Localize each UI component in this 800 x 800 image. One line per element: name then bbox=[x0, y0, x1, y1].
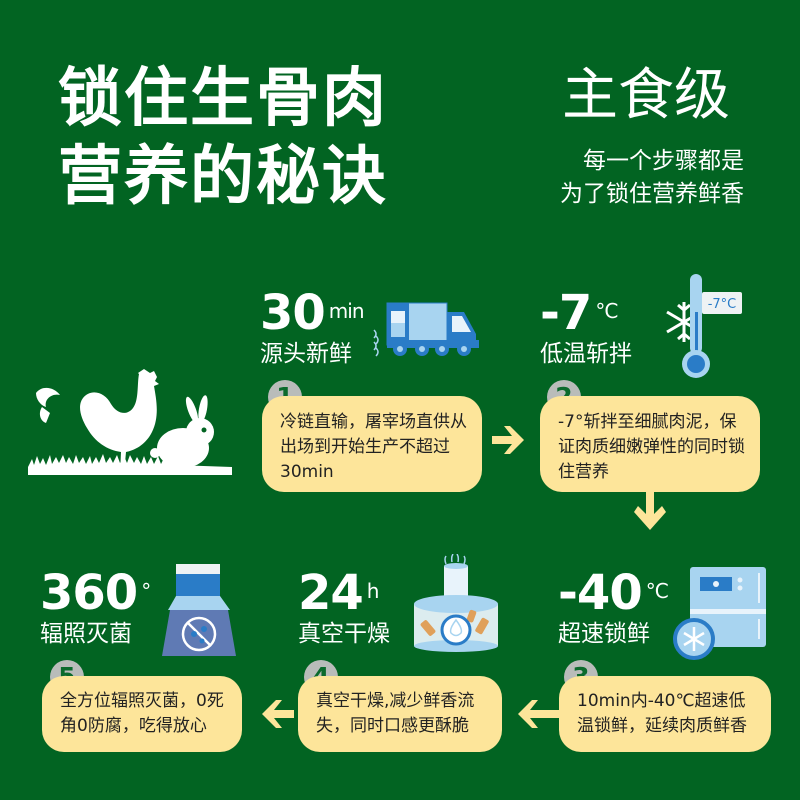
arrow-left-icon bbox=[514, 696, 560, 736]
irradiation-sterilization-icon bbox=[154, 562, 244, 662]
arrow-right-icon bbox=[492, 420, 528, 464]
step-4-card: 真空干燥,减少鲜香流失，同时口感更酥脆 bbox=[298, 676, 502, 752]
title-line-2: 营养的秘诀 bbox=[58, 140, 388, 214]
step-4-label: 真空干燥 bbox=[298, 621, 390, 647]
thermometer-snowflake-icon: -7°C bbox=[660, 272, 750, 386]
step-1-unit: min bbox=[328, 299, 365, 323]
step-1-value: 30 bbox=[260, 285, 326, 341]
step-3-card: 10min内-40℃超速低温锁鲜，延续肉质鲜香 bbox=[559, 676, 771, 752]
step-5-card: 全方位辐照灭菌，0死角0防腐，吃得放心 bbox=[42, 676, 242, 752]
step-2-unit: °C bbox=[595, 299, 618, 323]
step-2-label: 低温斩拌 bbox=[540, 341, 632, 367]
delivery-truck-icon bbox=[372, 300, 482, 364]
step-4-value: 24 bbox=[298, 565, 364, 621]
subtitle: 每一个步骤都是 为了锁住营养鲜香 bbox=[560, 145, 744, 211]
subtitle-line-2: 为了锁住营养鲜香 bbox=[560, 181, 744, 207]
step-1-card: 冷链直输，屠宰场直供从出场到开始生产不超过30min bbox=[262, 396, 482, 492]
step-3-header: -40°C 超速锁鲜 bbox=[558, 565, 669, 648]
step-2-header: -7°C 低温斩拌 bbox=[540, 288, 632, 368]
subtitle-line-1: 每一个步骤都是 bbox=[583, 148, 744, 174]
step-5-value: 360 bbox=[40, 565, 138, 621]
rooster-rabbit-on-grass-icon bbox=[28, 365, 238, 479]
step-5-unit: ° bbox=[141, 579, 151, 603]
step-5-header: 360° 辐照灭菌 bbox=[40, 565, 151, 648]
step-3-value: -40 bbox=[558, 565, 643, 621]
svg-text:-7°C: -7°C bbox=[708, 297, 737, 312]
step-3-label: 超速锁鲜 bbox=[558, 621, 650, 647]
step-3-unit: °C bbox=[645, 579, 669, 603]
step-2-card: -7°斩拌至细腻肉泥，保证肉质细嫩弹性的同时锁住营养 bbox=[540, 396, 760, 492]
step-1-label: 源头新鲜 bbox=[260, 341, 352, 367]
vacuum-dryer-icon bbox=[410, 553, 502, 658]
arrow-down-icon bbox=[632, 492, 668, 538]
main-title: 锁住生骨肉 营养的秘诀 bbox=[58, 60, 388, 216]
step-5-label: 辐照灭菌 bbox=[40, 621, 132, 647]
title-line-1: 锁住生骨肉 bbox=[58, 62, 388, 136]
arrow-left-icon bbox=[258, 696, 294, 736]
grade-heading: 主食级 bbox=[562, 63, 730, 128]
step-2-value: -7 bbox=[540, 285, 592, 341]
step-4-unit: h bbox=[366, 579, 380, 603]
freezer-icon bbox=[672, 565, 772, 665]
